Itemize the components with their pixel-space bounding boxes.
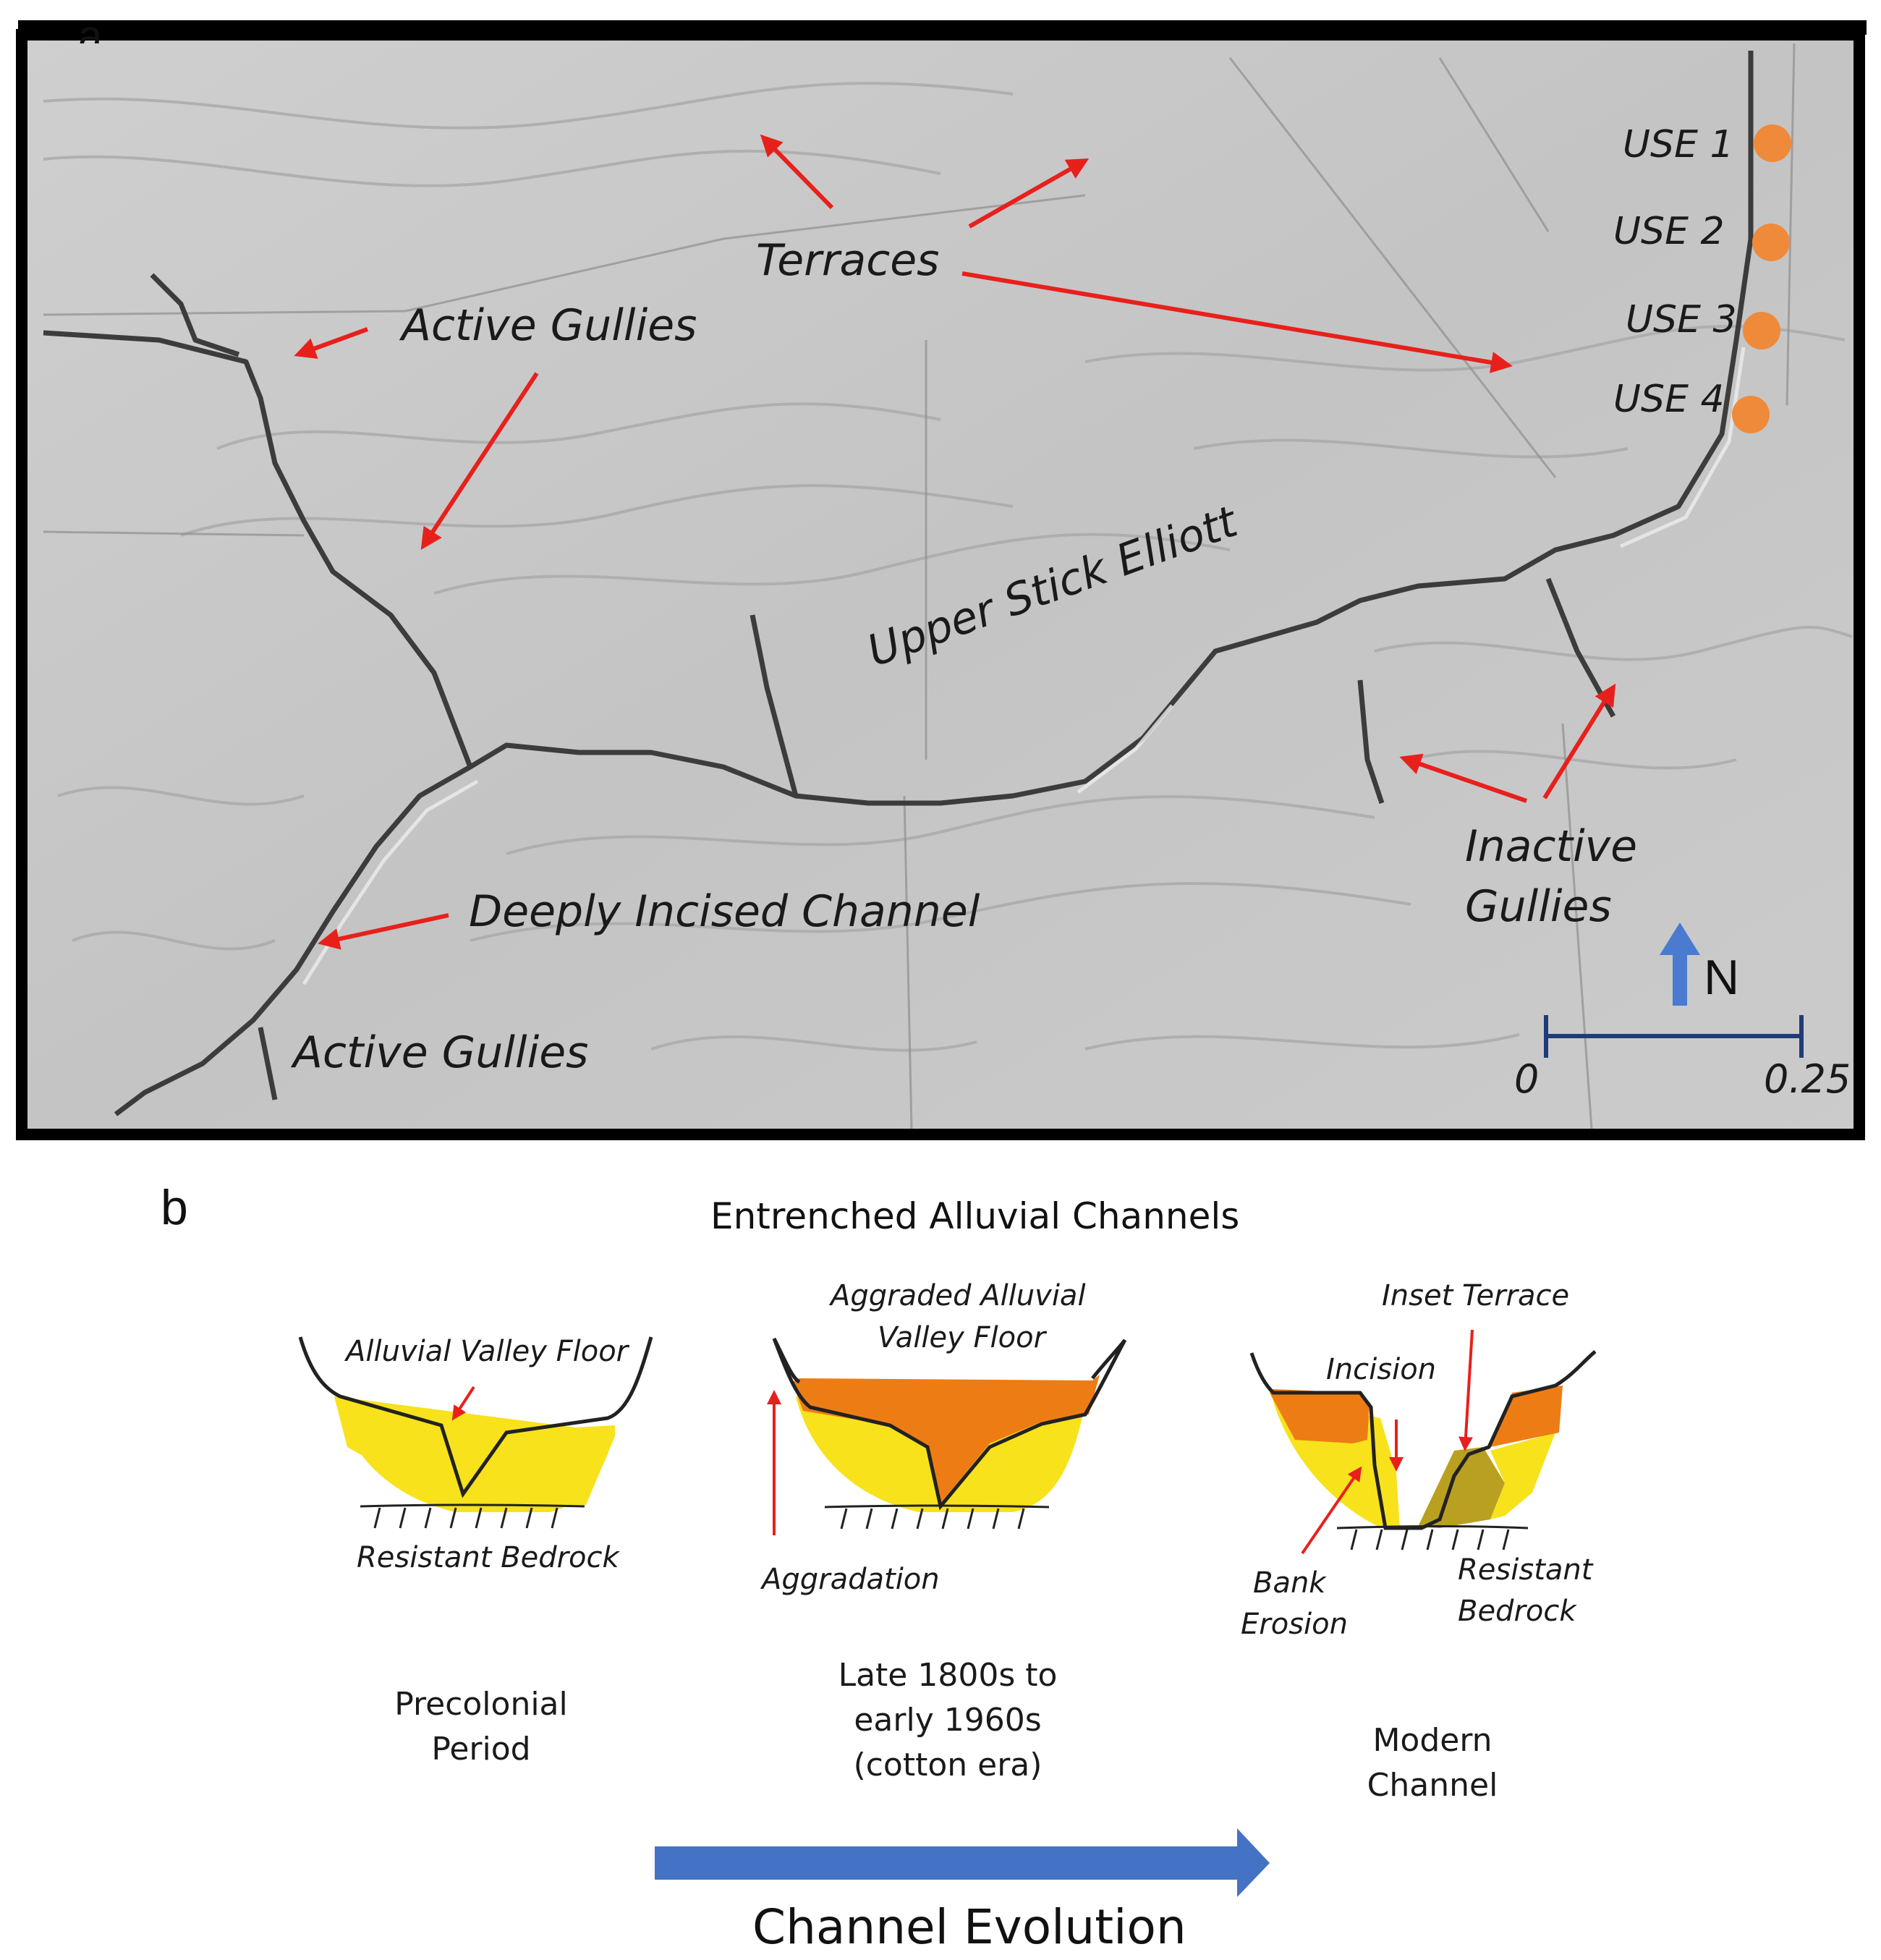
label-deeply-incised-channel: Deeply Incised Channel <box>469 886 980 937</box>
label-inactive-gullies-1: Inactive <box>1465 821 1638 872</box>
period-modern-line1: Modern <box>1372 1722 1493 1759</box>
terrain-contours <box>43 82 1853 1052</box>
label-alluvial-valley-floor: Alluvial Valley Floor <box>346 1335 629 1368</box>
stage-modern-bedrock <box>1336 1525 1529 1550</box>
arrow-alluvial-floor <box>451 1386 475 1421</box>
stage-cotton-bedrock <box>824 1504 1050 1530</box>
arrow-bank-erosion <box>1301 1466 1362 1555</box>
arrow-terraces-nw <box>760 134 834 210</box>
stage-modern-crosssection <box>1249 1350 1597 1530</box>
panel-b-diagram <box>298 1329 1597 1897</box>
label-incision: Incision <box>1326 1353 1437 1386</box>
stage-cotton-crosssection <box>772 1337 1127 1512</box>
panel-a-frame <box>16 20 1867 1140</box>
site-label-use2: USE 2 <box>1613 210 1725 253</box>
arrow-active-gullies-w <box>294 327 369 359</box>
arrow-terraces-ne <box>968 158 1090 229</box>
site-label-use1: USE 1 <box>1623 123 1734 166</box>
site-label-use4: USE 4 <box>1613 378 1725 421</box>
site-dot-use3 <box>1743 312 1780 349</box>
period-modern-line2: Channel <box>1367 1767 1498 1804</box>
field-roads <box>43 43 1796 1129</box>
site-dot-use2 <box>1752 224 1790 261</box>
label-resistant-bedrock-1: Resistant Bedrock <box>357 1541 619 1574</box>
arrow-deeply-incised <box>318 913 449 950</box>
label-terraces: Terraces <box>756 235 940 286</box>
site-dot-use1 <box>1754 124 1791 162</box>
label-bedrock: Bedrock <box>1458 1595 1576 1628</box>
period-precolonial-line1: Precolonial <box>394 1686 568 1723</box>
arrow-active-gullies-s <box>420 372 539 551</box>
label-inactive-gullies-2: Gullies <box>1465 881 1612 932</box>
arrow-terraces-e <box>961 271 1513 373</box>
label-aggraded-floor-2: Valley Floor <box>878 1321 1046 1354</box>
channel-evolution-arrow <box>655 1828 1270 1897</box>
site-markers <box>1732 124 1791 433</box>
arrow-inactive-gullies-n <box>1542 683 1616 799</box>
panel-a-map <box>16 20 1867 1140</box>
scale-label-end: 0.25 <box>1764 1056 1851 1102</box>
scale-bar <box>1544 1015 1804 1058</box>
panel-a-letter: a <box>78 14 103 43</box>
label-aggraded-floor-1: Aggraded Alluvial <box>831 1279 1086 1312</box>
incised-channels <box>43 51 1754 1116</box>
period-precolonial-line2: Period <box>431 1731 531 1768</box>
stage-precolonial-crosssection <box>298 1336 653 1512</box>
arrow-inset-terrace <box>1458 1329 1474 1451</box>
label-active-gullies-top: Active Gullies <box>402 300 697 351</box>
period-precolonial: Precolonial Period <box>362 1682 600 1772</box>
label-inset-terrace: Inset Terrace <box>1382 1279 1570 1312</box>
north-arrow-icon <box>1660 922 1700 1006</box>
channel-evolution-label: Channel Evolution <box>752 1899 1186 1955</box>
period-cotton-line1: Late 1800s to <box>838 1657 1058 1694</box>
arrow-inactive-gullies-w <box>1399 753 1527 803</box>
label-bank: Bank <box>1253 1566 1326 1600</box>
period-cotton-line2: early 1960s <box>854 1702 1042 1739</box>
label-erosion: Erosion <box>1241 1608 1348 1641</box>
site-label-use3: USE 3 <box>1626 298 1737 341</box>
annotation-arrows <box>294 134 1616 950</box>
period-modern: Modern Channel <box>1324 1718 1541 1808</box>
label-resistant: Resistant <box>1458 1553 1593 1587</box>
panel-b-title: Entrenched Alluvial Channels <box>710 1195 1240 1237</box>
panel-b-letter: b <box>161 1180 188 1235</box>
label-active-gullies-bottom: Active Gullies <box>293 1027 589 1078</box>
site-dot-use4 <box>1732 396 1770 433</box>
north-label: N <box>1704 950 1740 1005</box>
label-aggradation: Aggradation <box>762 1563 940 1596</box>
stage-precolonial-bedrock <box>360 1503 585 1529</box>
period-cotton-line3: (cotton era) <box>853 1747 1043 1783</box>
scale-label-start: 0 <box>1514 1056 1540 1102</box>
period-cotton-era: Late 1800s to early 1960s (cotton era) <box>818 1653 1078 1788</box>
